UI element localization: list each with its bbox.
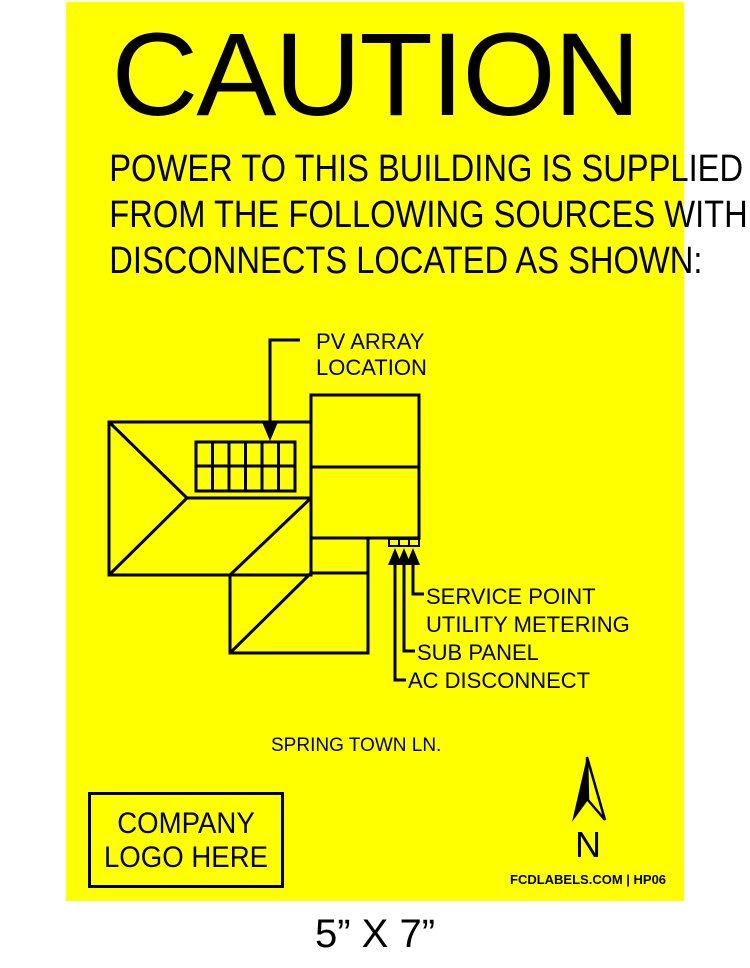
meter-boxes xyxy=(388,538,420,547)
subpanel-arrow-head xyxy=(397,548,411,565)
lower-wing-outline xyxy=(228,538,370,655)
footer-brand-code: FCDLABELS.COM | HP06 xyxy=(510,872,667,887)
pv-arrow-head xyxy=(262,422,278,441)
pv-leader-line xyxy=(268,338,300,426)
size-label: 5” X 7” xyxy=(314,912,436,956)
hip-roof-lines xyxy=(107,420,190,577)
label-utility-metering: UTILITY METERING xyxy=(426,612,630,637)
sub-panel-leader xyxy=(402,562,415,653)
subtitle-line-3: DISCONNECTS LOCATED AS SHOWN: xyxy=(109,240,703,282)
pv-label-line-2: LOCATION xyxy=(316,355,427,380)
site-plan-diagram xyxy=(107,338,607,822)
valley-line xyxy=(228,496,313,577)
north-arrow-outline-half xyxy=(585,756,607,821)
label-service-point: SERVICE POINT xyxy=(426,584,596,609)
label-sub-panel: SUB PANEL xyxy=(417,640,539,665)
north-arrow-filled-half xyxy=(572,757,588,822)
logo-line-1: COMPANY xyxy=(117,807,255,840)
subtitle-line-1: POWER TO THIS BUILDING IS SUPPLIED xyxy=(109,148,744,190)
sign-title: CAUTION xyxy=(111,9,640,141)
street-name: SPRING TOWN LN. xyxy=(271,735,442,756)
pv-label-line-1: PV ARRAY xyxy=(316,329,425,354)
company-logo-placeholder: COMPANY LOGO HERE xyxy=(88,792,284,888)
service-arrow-head xyxy=(406,548,420,565)
lower-wing-diagonal xyxy=(228,571,313,655)
ac-arrow-head xyxy=(388,548,402,565)
ac-disconnect-leader xyxy=(393,562,406,682)
caution-sign: CAUTION POWER TO THIS BUILDING IS SUPPLI… xyxy=(66,2,748,901)
label-ac-disconnect: AC DISCONNECT xyxy=(408,668,591,693)
logo-line-2: LOGO HERE xyxy=(103,841,269,874)
north-label: N xyxy=(575,824,601,865)
service-point-leader xyxy=(411,562,424,596)
